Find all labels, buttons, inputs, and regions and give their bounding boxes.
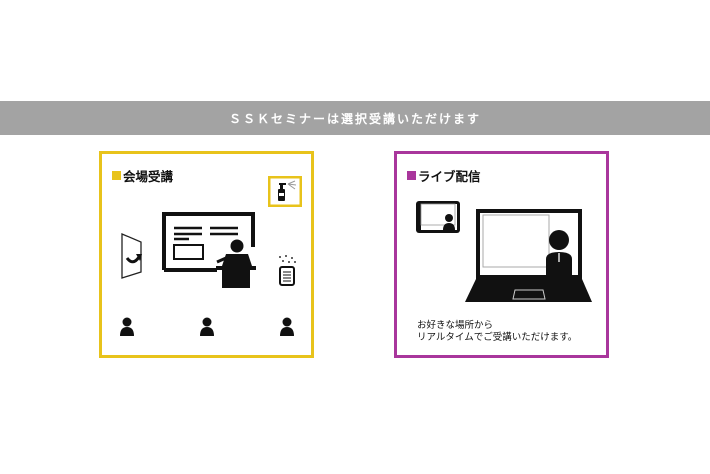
whiteboard-icon — [162, 212, 255, 272]
presenter-icon — [546, 230, 572, 275]
live-card-title: ライブ配信 — [407, 166, 481, 185]
tablet-icon — [416, 201, 460, 233]
sanitizer-icon — [268, 176, 302, 207]
air-purifier-icon — [279, 255, 296, 286]
laptop-icon — [465, 209, 592, 302]
description-line: お好きな場所から — [417, 320, 494, 331]
attendee-icon — [200, 317, 214, 336]
venue-card-title: 会場受講 — [112, 166, 173, 185]
venue-attendance-card: 会場受講 — [99, 151, 314, 358]
live-card-description: お好きな場所から リアルタイムでご受講いただけます。 — [417, 320, 577, 344]
attendee-icon — [280, 317, 294, 336]
description-line: リアルタイムでご受講いただけます。 — [417, 332, 578, 343]
venue-card-title-text: 会場受講 — [123, 169, 174, 184]
live-streaming-card: ライブ配信 お好きな場所から リアルタイムでご受講いただけます。 — [394, 151, 609, 358]
door-icon — [121, 233, 142, 279]
banner: ＳＳＫセミナーは選択受講いただけます — [0, 101, 710, 135]
live-card-title-text: ライブ配信 — [418, 169, 481, 184]
lecturer-icon — [216, 239, 256, 288]
square-bullet-icon — [112, 171, 121, 180]
attendee-icon — [120, 317, 134, 336]
square-bullet-icon — [407, 171, 416, 180]
